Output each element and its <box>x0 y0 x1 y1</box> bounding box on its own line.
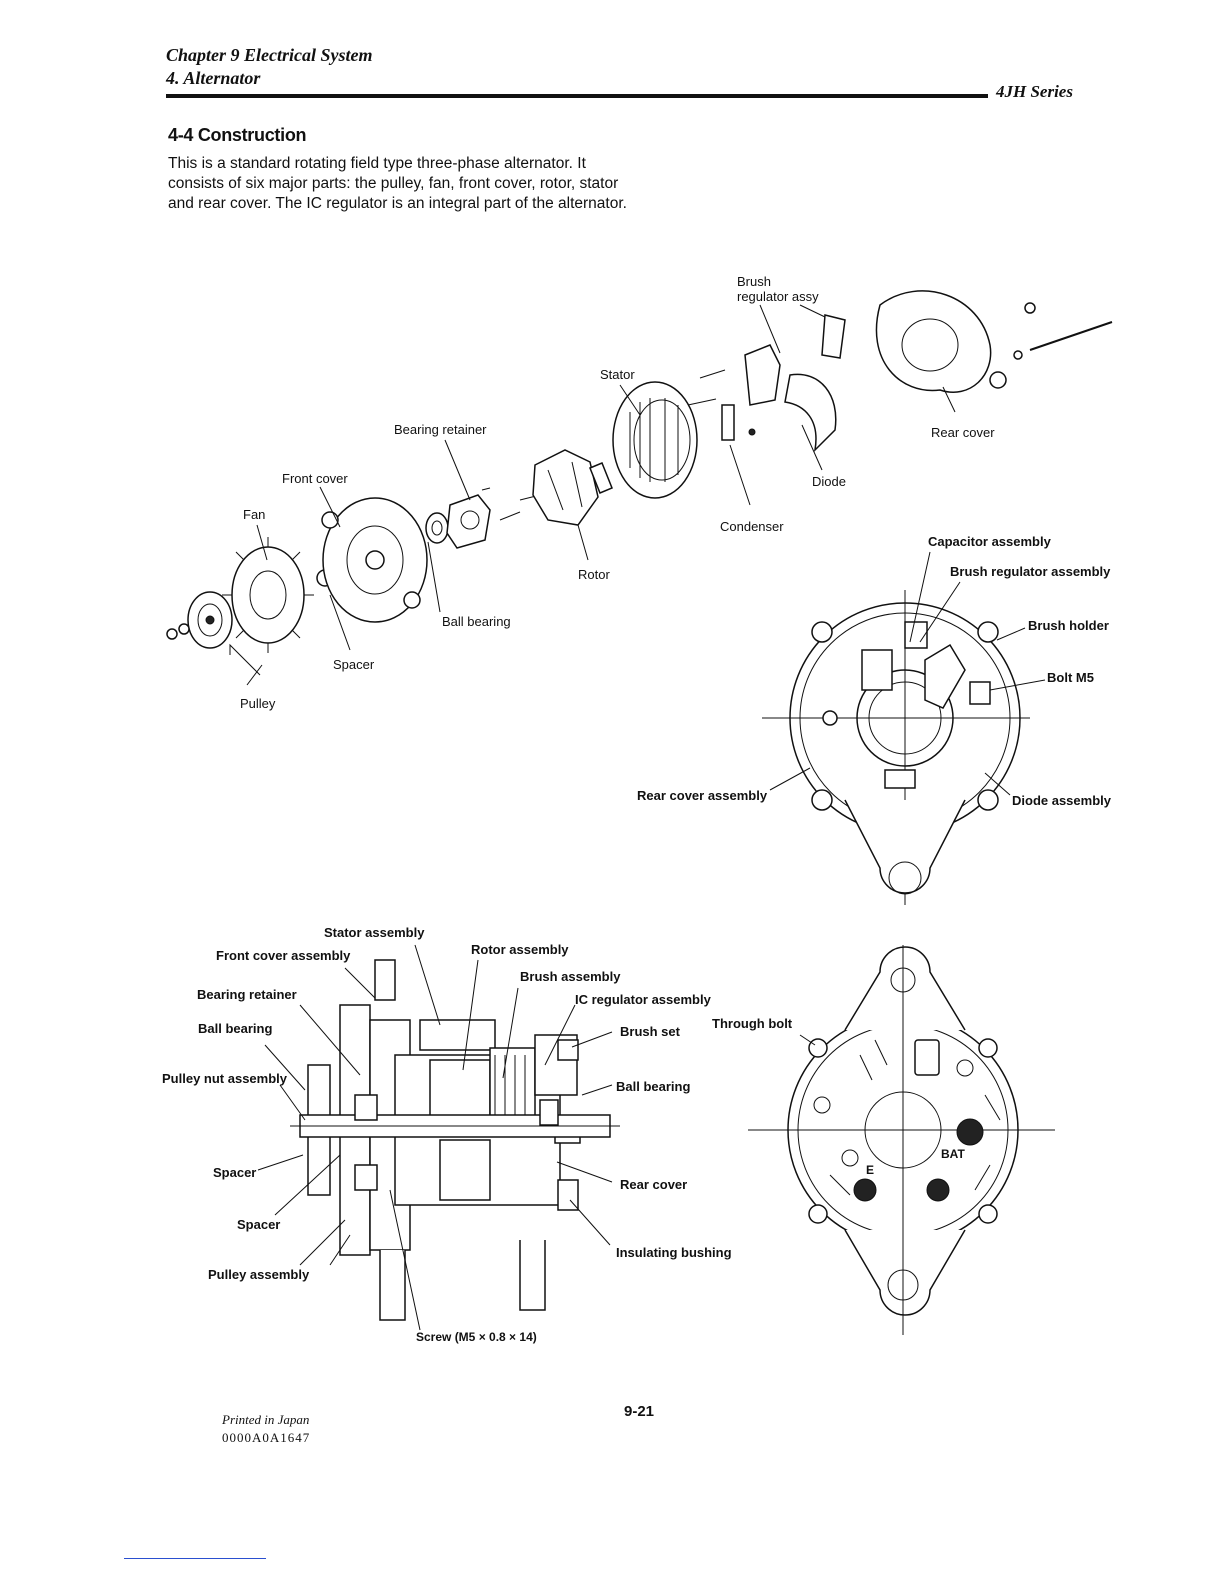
label-through-bolt: Through bolt <box>712 1016 793 1031</box>
label-ball-bearing: Ball bearing <box>442 614 511 629</box>
label-e-terminal: E <box>866 1163 875 1177</box>
label-rear-cover-assembly: Rear cover assembly <box>637 788 768 803</box>
label-rotor: Rotor <box>578 567 610 582</box>
label-capacitor-assembly: Capacitor assembly <box>928 534 1051 549</box>
label-bolt-m5: Bolt M5 <box>1047 670 1094 685</box>
label-diode: Diode <box>812 474 846 489</box>
label-pulley-assembly: Pulley assembly <box>208 1267 310 1282</box>
label-stator-assembly: Stator assembly <box>324 925 425 940</box>
label-condenser: Condenser <box>720 519 784 534</box>
label-bat-terminal: BAT <box>941 1147 965 1161</box>
label-brush-regulator-assy-line1: Brush <box>737 274 771 289</box>
label-front-cover-assembly: Front cover assembly <box>216 948 351 963</box>
label-rear-cover: Rear cover <box>931 425 995 440</box>
label-brush-assembly: Brush assembly <box>520 969 621 984</box>
footer-link-underline <box>124 1558 266 1559</box>
printed-in-label: Printed in Japan <box>222 1412 310 1427</box>
label-bearing-retainer: Bearing retainer <box>394 422 487 437</box>
label-spacer: Spacer <box>333 657 375 672</box>
label-pulley: Pulley <box>240 696 276 711</box>
rear-cover-view-drawing <box>762 551 1046 905</box>
label-fan: Fan <box>243 507 266 522</box>
label-brush-holder: Brush holder <box>1028 618 1109 633</box>
section-view-drawing <box>257 944 620 1331</box>
label-brush-set: Brush set <box>620 1024 680 1039</box>
label-bearing-retainer-section: Bearing retainer <box>197 987 297 1002</box>
label-rotor-assembly: Rotor assembly <box>471 942 569 957</box>
label-screw: Screw (M5 × 0.8 × 14) <box>416 1330 537 1344</box>
page-number: 9-21 <box>624 1403 655 1420</box>
label-spacer-1: Spacer <box>213 1165 257 1180</box>
label-spacer-2: Spacer <box>237 1217 281 1232</box>
label-front-cover: Front cover <box>282 471 348 486</box>
label-brush-regulator-assembly: Brush regulator assembly <box>950 564 1111 579</box>
header-rule <box>166 94 988 98</box>
section-title: 4. Alternator <box>166 68 261 88</box>
label-ball-bearing-right: Ball bearing <box>616 1079 691 1094</box>
label-stator: Stator <box>600 367 635 382</box>
label-diode-assembly: Diode assembly <box>1012 793 1111 808</box>
label-rear-cover-section: Rear cover <box>620 1177 688 1192</box>
document-code: 0000A0A1647 <box>222 1430 311 1445</box>
section-heading: 4-4 Construction <box>168 125 307 145</box>
label-insulating-bushing: Insulating bushing <box>616 1245 732 1260</box>
label-brush-regulator-assy-line2: regulator assy <box>737 289 819 304</box>
series-label: 4JH Series <box>996 82 1073 101</box>
chapter-title: Chapter 9 Electrical System <box>166 45 373 65</box>
intro-paragraph: This is a standard rotating field type t… <box>168 155 627 212</box>
label-ball-bearing-left: Ball bearing <box>198 1021 273 1036</box>
label-ic-regulator-assembly: IC regulator assembly <box>575 992 711 1007</box>
exploded-view-drawing <box>166 290 1113 686</box>
end-view-drawing <box>748 945 1055 1335</box>
label-pulley-nut-assembly: Pulley nut assembly <box>162 1071 287 1086</box>
